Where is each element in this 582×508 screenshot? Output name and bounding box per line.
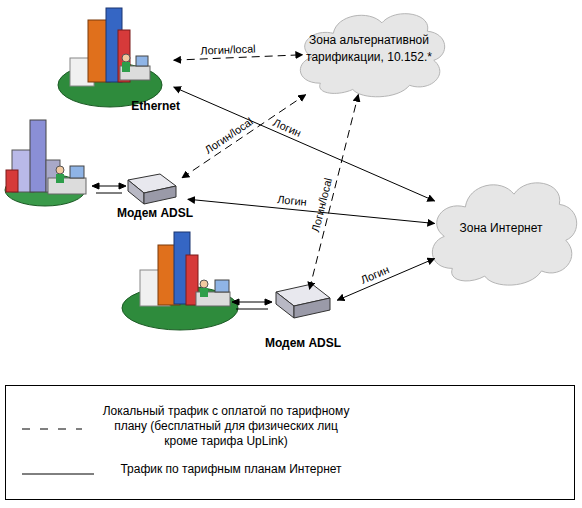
line-sample — [22, 429, 82, 430]
cloud-shape — [432, 183, 576, 285]
local-traffic-link — [182, 95, 306, 178]
modem-illustration — [276, 284, 330, 318]
device-label: Модем ADSL — [108, 205, 202, 222]
device-label: Ethernet — [131, 98, 180, 115]
legend-line-sample — [6, 404, 106, 454]
line-sample — [22, 474, 94, 475]
legend-text: Локальный трафик с оплатой по тарифному … — [96, 404, 356, 449]
legend-line-sample — [6, 462, 106, 486]
legend-text: Трафик по тарифным планам Интернет — [106, 462, 356, 477]
internet-traffic-link — [174, 87, 435, 201]
building-illustration — [58, 8, 162, 107]
internet-traffic-link — [337, 259, 434, 301]
edge-label: Логин — [270, 116, 302, 140]
cloud-shape — [300, 14, 444, 97]
legend-entry: Локальный трафик с оплатой по тарифному … — [6, 404, 574, 454]
legend-box: Локальный трафик с оплатой по тарифному … — [5, 385, 575, 500]
device-label: Модем ADSL — [254, 335, 352, 352]
zone-name: Зона альтернативной тарификации, 10.152.… — [306, 32, 432, 66]
modem-node: Модем ADSL — [108, 170, 202, 222]
edge-label: Логин/local — [309, 177, 335, 234]
modem-illustration — [128, 174, 176, 204]
edge-label: Логин — [359, 264, 391, 288]
modem-node: Модем ADSL — [254, 278, 352, 352]
edge-label: Логин — [277, 194, 308, 210]
legend-entry: Трафик по тарифным планам Интернет — [6, 462, 574, 486]
network-cloud: Зона альтернативной тарификации, 10.152.… — [288, 0, 450, 104]
edge-label: Логин/local — [203, 115, 256, 157]
building-illustration — [5, 120, 86, 206]
zone-name: Зона Интернет — [438, 220, 564, 237]
network-cloud: Зона Интернет — [420, 166, 582, 294]
building-illustration — [122, 232, 238, 330]
edge-label: Логин/local — [200, 42, 256, 57]
local-traffic-link — [310, 95, 359, 289]
lan-link — [92, 183, 272, 309]
building-node: Ethernet — [55, 10, 180, 115]
